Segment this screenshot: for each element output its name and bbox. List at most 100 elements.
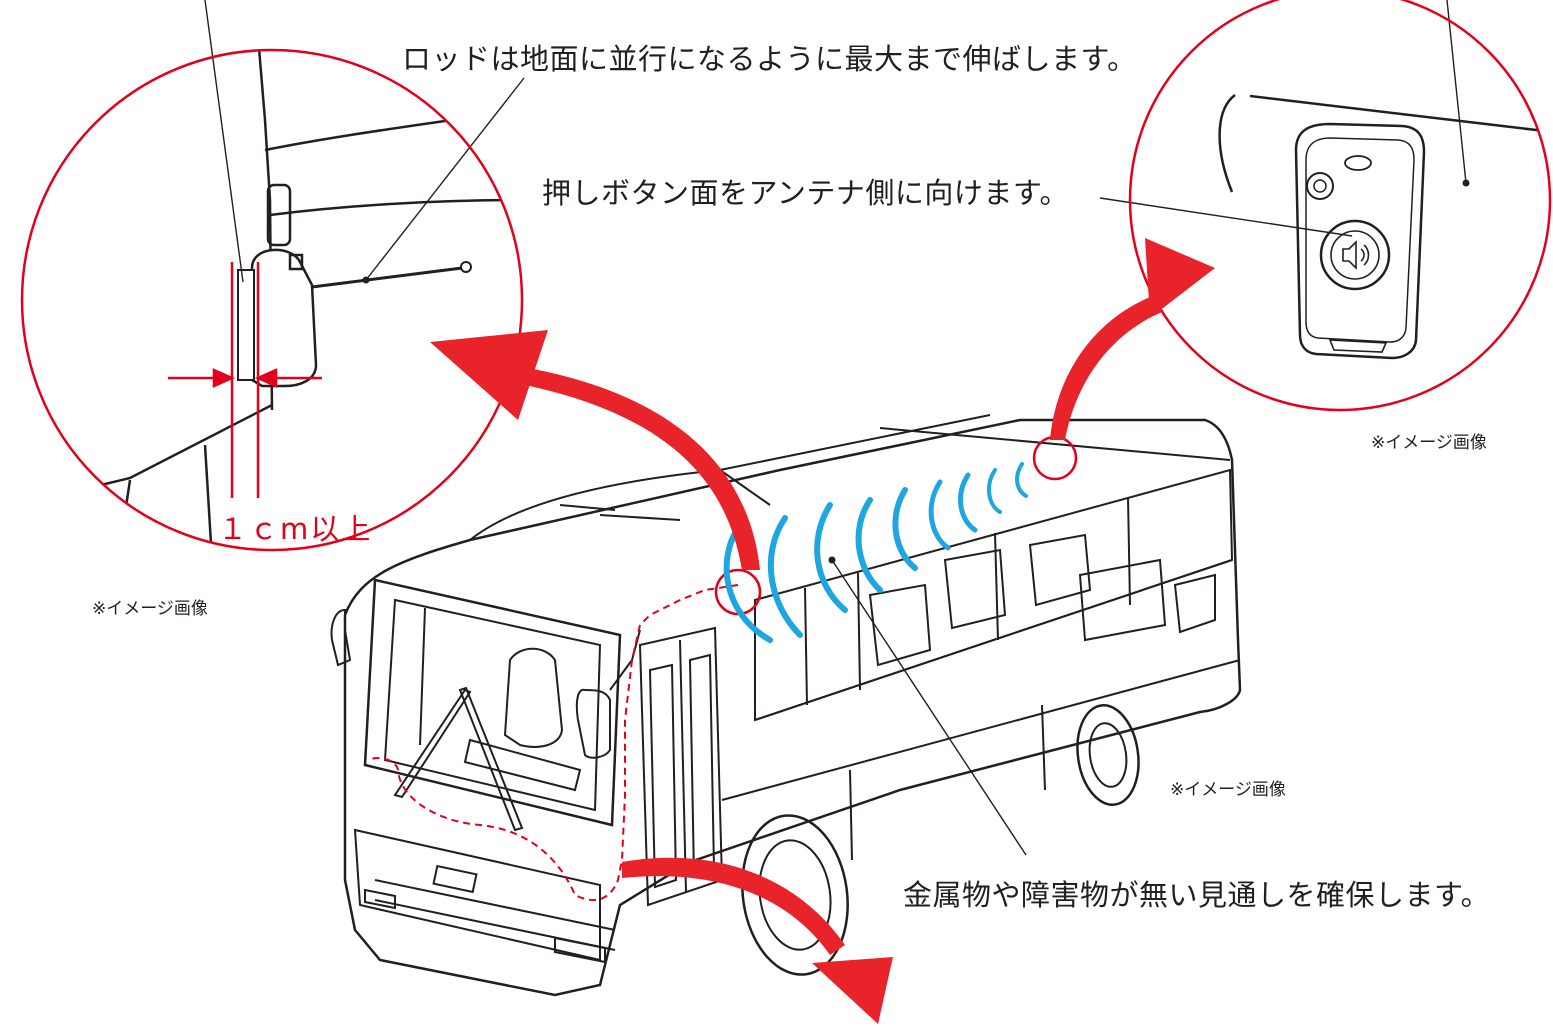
window-pillar-4 (1127, 496, 1131, 606)
bus-lower-line-1 (116, 479, 132, 550)
sight-leader-line (831, 559, 1027, 856)
seat-1 (868, 583, 932, 667)
cable-route (367, 584, 739, 901)
speaker-button-inner (1330, 230, 1380, 280)
bus-windshield (363, 578, 622, 827)
bumper-line-1 (374, 879, 616, 931)
window-pillar-2 (857, 572, 861, 691)
antenna-rod (311, 266, 463, 289)
arrow-to-left-circle-shaft (525, 368, 760, 570)
bus-roof-vent-1 (599, 514, 681, 521)
window-pillar-1 (804, 587, 808, 706)
arrow-down-shaft (622, 857, 845, 955)
bus-roof-front (469, 414, 991, 541)
seat-4 (1078, 558, 1167, 642)
door-window-left (648, 663, 678, 889)
signal-wave-5 (892, 487, 918, 571)
headlight-right (554, 936, 606, 964)
image-note-right: ※イメージ画像 (1371, 433, 1487, 453)
signal-wave-8 (987, 468, 1002, 514)
driver-seat (503, 647, 564, 748)
signal-wave-7 (958, 472, 978, 533)
side-window-bottom (754, 559, 1233, 721)
antenna-body (250, 248, 318, 388)
remote-leader-line (1446, 0, 1467, 184)
bus-ceiling-curve (1218, 94, 1236, 193)
bus-roof-vent-2 (559, 504, 616, 511)
mirror-right (575, 688, 611, 759)
mirror-left (330, 608, 352, 667)
signal-wave-9 (1015, 462, 1028, 498)
seat-5 (1173, 573, 1216, 634)
door-window-right (688, 653, 716, 879)
line-of-sight-label: 金属物や障害物が無い見通しを確保します。 (903, 878, 1491, 912)
bus-roof-line-2 (269, 198, 521, 217)
left-detail-circle (20, 0, 525, 552)
bus-roof-edge (879, 427, 1231, 461)
dashboard (463, 738, 582, 792)
antenna-knob (288, 253, 304, 271)
speaker-button (1319, 219, 1391, 291)
bus-body (343, 418, 1242, 997)
antenna-base (237, 269, 255, 381)
bus-window-line (79, 403, 273, 492)
bus-roof-line-1 (264, 108, 521, 152)
left-detail-circle-border (20, 48, 524, 552)
arrow-to-right-circle-head (1145, 238, 1215, 318)
side-trim-line (721, 659, 1241, 801)
mirror-arm (609, 629, 641, 691)
signal-waves (723, 462, 1028, 643)
bus-roof-panel (719, 469, 771, 506)
image-note-left: ※イメージ画像 (92, 599, 208, 619)
antenna-rod-tip (460, 261, 472, 273)
gear-icon (1306, 172, 1334, 200)
signal-wave-2 (767, 515, 803, 638)
gear-icon-inner (1313, 179, 1327, 193)
callout-arrows (430, 238, 1215, 1024)
bus-illustration (330, 414, 1242, 997)
bus-ceiling-line (1249, 94, 1550, 134)
remote-inner-edge (1305, 137, 1415, 343)
remote-battery-cover (1328, 339, 1388, 353)
bus-lower-line-2 (203, 444, 214, 550)
bus-windshield-divider (419, 607, 426, 746)
headlight-left (364, 888, 396, 910)
gap-arrow-left-head (212, 368, 236, 388)
bus-door-split (679, 639, 687, 893)
remote-body (1294, 122, 1426, 360)
license-plate (432, 864, 478, 894)
arrow-down-head (812, 957, 893, 1024)
right-detail-circle-border (1128, 0, 1552, 412)
side-panel-seam-2 (1041, 704, 1046, 791)
wiper-right (458, 686, 524, 832)
gap-arrow-right-head (254, 368, 278, 388)
button-leader-line (1099, 197, 1353, 237)
bus-windshield-inner (383, 598, 602, 812)
signal-wave-1 (723, 522, 773, 643)
button-instruction-label: 押しボタン面をアンテナ側に向けます。 (542, 176, 1069, 210)
remote-led (1344, 155, 1372, 171)
signal-wave-6 (928, 479, 951, 551)
rod-instruction-label: ロッドは地面に並行になるように最大まで伸ばします。 (402, 42, 1137, 76)
antenna-bracket (266, 183, 292, 247)
arrow-to-right-circle-shaft (1050, 295, 1162, 440)
speaker-icon (1342, 240, 1370, 270)
rod-leader-line (365, 77, 525, 281)
image-note-bus: ※イメージ画像 (1170, 780, 1286, 800)
signal-wave-4 (855, 497, 883, 593)
right-detail-circle (1099, 0, 1552, 412)
gap-dimension-label: １ｃm以上 (218, 512, 373, 546)
rear-wheel (1076, 704, 1140, 806)
rear-wheel-hub (1088, 722, 1128, 788)
front-wheel-hub (758, 839, 832, 951)
side-panel-seam-1 (849, 769, 853, 861)
signal-wave-3 (814, 502, 848, 613)
seat-3 (1028, 533, 1092, 607)
window-pillar-3 (994, 532, 999, 641)
antenna-leader-line (204, 0, 244, 283)
seat-2 (943, 548, 1007, 630)
wiper-left (393, 688, 472, 799)
arrow-to-left-circle-head (430, 330, 548, 420)
